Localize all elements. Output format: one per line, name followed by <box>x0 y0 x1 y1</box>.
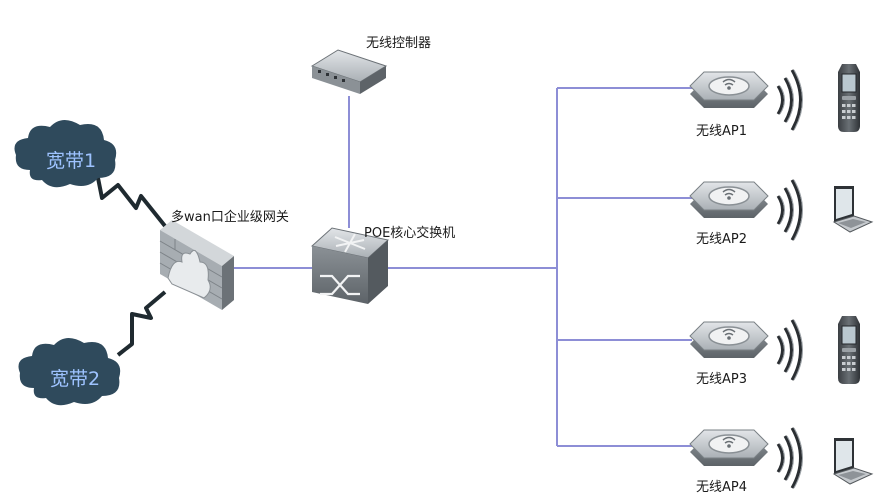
cloud-broadband2 <box>18 337 121 406</box>
gateway-firewall-icon <box>159 220 234 310</box>
ap2-icon <box>689 181 769 219</box>
cloud-broadband1 <box>14 119 117 188</box>
wan-link-2 <box>116 290 167 357</box>
ap3-icon <box>689 321 769 359</box>
ap1-icon <box>689 71 769 109</box>
ap3-label: 无线AP3 <box>696 372 748 387</box>
wifi-signal-icon <box>776 178 804 242</box>
wan-link-1 <box>94 167 167 228</box>
controller-label: 无线控制器 <box>366 36 432 51</box>
ap2-label: 无线AP2 <box>696 232 748 247</box>
poe-switch-label: POE核心交换机 <box>364 226 456 241</box>
mobile-phone-icon <box>837 315 861 385</box>
laptop-icon <box>833 437 873 485</box>
gateway-label: 多wan口企业级网关 <box>171 210 289 225</box>
broadband1-label: 宽带1 <box>46 150 97 172</box>
wifi-signal-icon <box>776 426 804 490</box>
wireless-controller-icon <box>310 49 388 94</box>
broadband2-label: 宽带2 <box>50 368 101 390</box>
poe-switch-icon <box>310 227 390 304</box>
wifi-signal-icon <box>776 318 804 382</box>
ap4-label: 无线AP4 <box>696 480 748 495</box>
laptop-icon <box>833 185 873 233</box>
ap4-icon <box>689 429 769 467</box>
wifi-signal-icon <box>776 68 804 132</box>
mobile-phone-icon <box>837 63 861 133</box>
links <box>234 87 692 447</box>
ap1-label: 无线AP1 <box>696 124 748 139</box>
